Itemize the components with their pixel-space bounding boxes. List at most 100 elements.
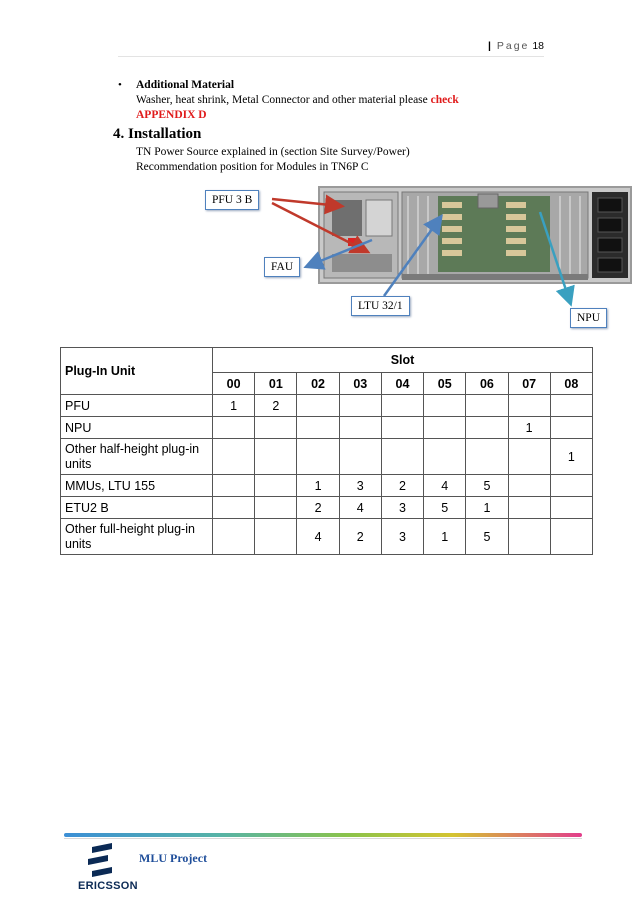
- page-header: | Page 18: [488, 40, 544, 52]
- footer-project: MLU Project: [139, 851, 208, 865]
- slot-cell: [549, 518, 594, 555]
- unit-header: Plug-In Unit: [60, 347, 213, 395]
- slot-number: 01: [254, 372, 298, 395]
- page-number: 18: [532, 40, 544, 52]
- ericsson-wordmark: ERICSSON: [78, 880, 138, 892]
- plug-in-unit-label: Other half-height plug-in units: [60, 438, 213, 475]
- slot-cell: 3: [380, 518, 425, 555]
- ericsson-logo-icon: [88, 843, 112, 877]
- slot-cell: 1: [296, 474, 340, 497]
- slot-cell: [254, 416, 298, 439]
- slot-cell: 3: [380, 496, 425, 519]
- slot-cell: [211, 496, 256, 519]
- installation-line-1: TN Power Source explained in (section Si…: [136, 146, 410, 158]
- appendix-link[interactable]: APPENDIX D: [136, 109, 207, 121]
- slot-cell: [549, 394, 594, 417]
- slot-cell: [465, 394, 509, 417]
- slot-cell: [507, 474, 551, 497]
- slot-number: 02: [296, 372, 340, 395]
- plug-in-unit-label: ETU2 B: [60, 496, 213, 519]
- slot-cell: [423, 438, 467, 475]
- plug-in-unit-label: NPU: [60, 416, 213, 439]
- tn6p-chassis-photo: [318, 186, 632, 284]
- callout-ltu: LTU 32/1: [351, 296, 410, 316]
- slot-cell: [507, 394, 551, 417]
- slot-cell: [211, 474, 256, 497]
- slot-cell: 4: [338, 496, 382, 519]
- slot-cell: [338, 394, 382, 417]
- slot-cell: [211, 416, 256, 439]
- section-title: 4. Installation: [113, 126, 202, 142]
- slot-cell: [465, 416, 509, 439]
- slot-cell: [296, 438, 340, 475]
- callout-fau: FAU: [264, 257, 301, 277]
- slot-cell: 1: [507, 416, 551, 439]
- slot-number: 08: [549, 372, 594, 395]
- callout-npu: NPU: [570, 308, 608, 328]
- slot-cell: [507, 518, 551, 555]
- slot-cell: [296, 394, 340, 417]
- slot-number: 03: [338, 372, 382, 395]
- footer-rule: [64, 838, 582, 839]
- slot-cell: [254, 496, 298, 519]
- slot-cell: 3: [338, 474, 382, 497]
- slot-cell: [549, 474, 594, 497]
- slot-cell: [254, 474, 298, 497]
- slot-cell: [380, 416, 425, 439]
- check-link[interactable]: check: [430, 94, 459, 106]
- additional-material-text: Washer, heat shrink, Metal Connector and…: [136, 93, 459, 108]
- slot-cell: 1: [211, 394, 256, 417]
- slot-cell: 4: [423, 474, 467, 497]
- slot-number: 00: [211, 372, 256, 395]
- slot-cell: [254, 438, 298, 475]
- additional-material-bullet: • Additional Material Washer, heat shrin…: [118, 78, 459, 123]
- plug-in-unit-label: Other full-height plug-in units: [60, 518, 213, 555]
- table-row: NPU 1: [60, 416, 594, 439]
- slot-cell: [338, 416, 382, 439]
- slot-cell: 2: [296, 496, 340, 519]
- page-label: Page: [496, 40, 530, 52]
- slot-cell: [380, 438, 425, 475]
- slot-cell: 1: [465, 496, 509, 519]
- slot-cell: [380, 394, 425, 417]
- slot-cell: [549, 496, 594, 519]
- additional-material-body: Washer, heat shrink, Metal Connector and…: [136, 94, 428, 106]
- slot-cell: [423, 416, 467, 439]
- additional-material-heading: Additional Material: [136, 79, 235, 91]
- slot-cell: 5: [465, 518, 509, 555]
- footer-gradient-rule: [64, 833, 582, 837]
- slot-number: 05: [423, 372, 467, 395]
- plug-in-unit-label: MMUs, LTU 155: [60, 474, 213, 497]
- installation-line-2: Recommendation position for Modules in T…: [136, 161, 369, 173]
- slot-cell: [211, 518, 256, 555]
- callout-pfu: PFU 3 B: [205, 190, 260, 210]
- slot-cell: [507, 438, 551, 475]
- slot-cell: 4: [296, 518, 340, 555]
- slot-cell: [338, 438, 382, 475]
- slot-cell: [507, 496, 551, 519]
- slot-cell: 2: [380, 474, 425, 497]
- bullet-icon: •: [118, 79, 122, 91]
- slot-cell: [211, 438, 256, 475]
- slot-number: 07: [507, 372, 551, 395]
- slot-number: 04: [380, 372, 425, 395]
- slot-cell: 2: [338, 518, 382, 555]
- slot-cell: 5: [465, 474, 509, 497]
- slot-cell: [254, 518, 298, 555]
- slot-number: 06: [465, 372, 509, 395]
- slot-header: Slot: [212, 347, 593, 373]
- section-body: TN Power Source explained in (section Si…: [136, 145, 410, 175]
- slot-cell: 1: [423, 518, 467, 555]
- slot-cell: [549, 416, 594, 439]
- slot-cell: [465, 438, 509, 475]
- plug-in-unit-label: PFU: [60, 394, 213, 417]
- header-rule: [118, 56, 544, 57]
- header-separator: |: [487, 40, 491, 52]
